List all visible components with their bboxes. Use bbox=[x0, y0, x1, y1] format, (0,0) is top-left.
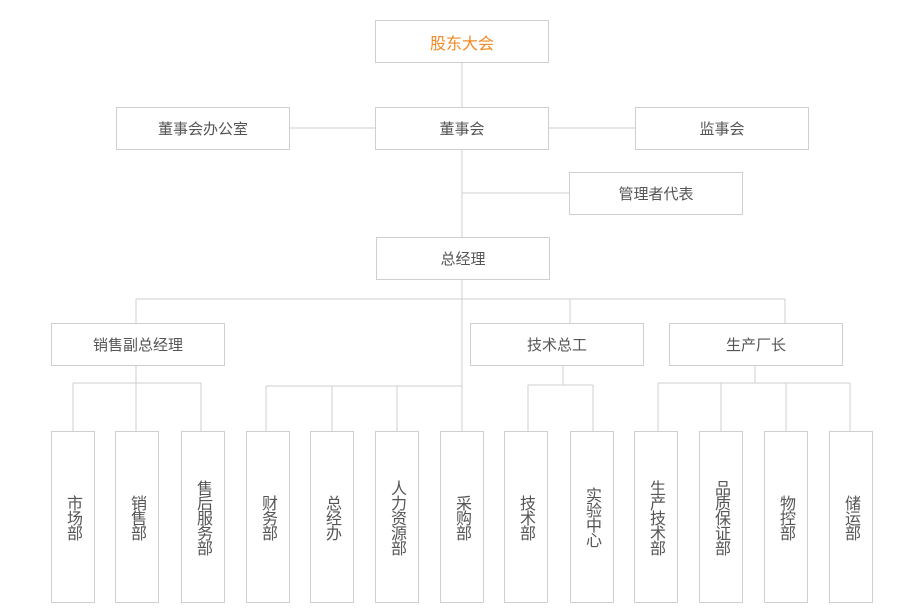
technical-chief-box: 技术总工 bbox=[470, 323, 644, 366]
shareholders-meeting-box: 股东大会 bbox=[375, 20, 549, 63]
department-box: 实验中心 bbox=[570, 431, 614, 603]
department-box: 销售部 bbox=[115, 431, 159, 603]
department-box: 物控部 bbox=[764, 431, 808, 603]
department-label: 物控部 bbox=[777, 494, 796, 540]
department-label: 销售部 bbox=[128, 494, 147, 540]
department-label: 总经办 bbox=[323, 494, 342, 540]
department-box: 生产技术部 bbox=[634, 431, 678, 603]
department-label: 技术部 bbox=[517, 494, 536, 540]
department-label: 财务部 bbox=[259, 494, 278, 540]
general-manager-box: 总经理 bbox=[376, 237, 550, 280]
board-office-box: 董事会办公室 bbox=[116, 107, 290, 150]
department-label: 人力资源部 bbox=[388, 479, 407, 555]
department-box: 品质保证部 bbox=[699, 431, 743, 603]
department-label: 生产技术部 bbox=[647, 479, 666, 555]
department-box: 人力资源部 bbox=[375, 431, 419, 603]
production-manager-box: 生产厂长 bbox=[669, 323, 843, 366]
department-label: 品质保证部 bbox=[712, 479, 731, 555]
department-label: 实验中心 bbox=[583, 487, 602, 547]
department-label: 市场部 bbox=[64, 494, 83, 540]
management-representative-box: 管理者代表 bbox=[569, 172, 743, 215]
department-label: 售后服务部 bbox=[194, 479, 213, 555]
department-box: 售后服务部 bbox=[181, 431, 225, 603]
supervisory-board-box: 监事会 bbox=[635, 107, 809, 150]
department-box: 总经办 bbox=[310, 431, 354, 603]
department-box: 储运部 bbox=[829, 431, 873, 603]
board-box: 董事会 bbox=[375, 107, 549, 150]
department-label: 储运部 bbox=[842, 494, 861, 540]
department-box: 技术部 bbox=[504, 431, 548, 603]
department-label: 采购部 bbox=[453, 494, 472, 540]
department-box: 财务部 bbox=[246, 431, 290, 603]
department-box: 采购部 bbox=[440, 431, 484, 603]
department-box: 市场部 bbox=[51, 431, 95, 603]
sales-deputy-gm-box: 销售副总经理 bbox=[51, 323, 225, 366]
